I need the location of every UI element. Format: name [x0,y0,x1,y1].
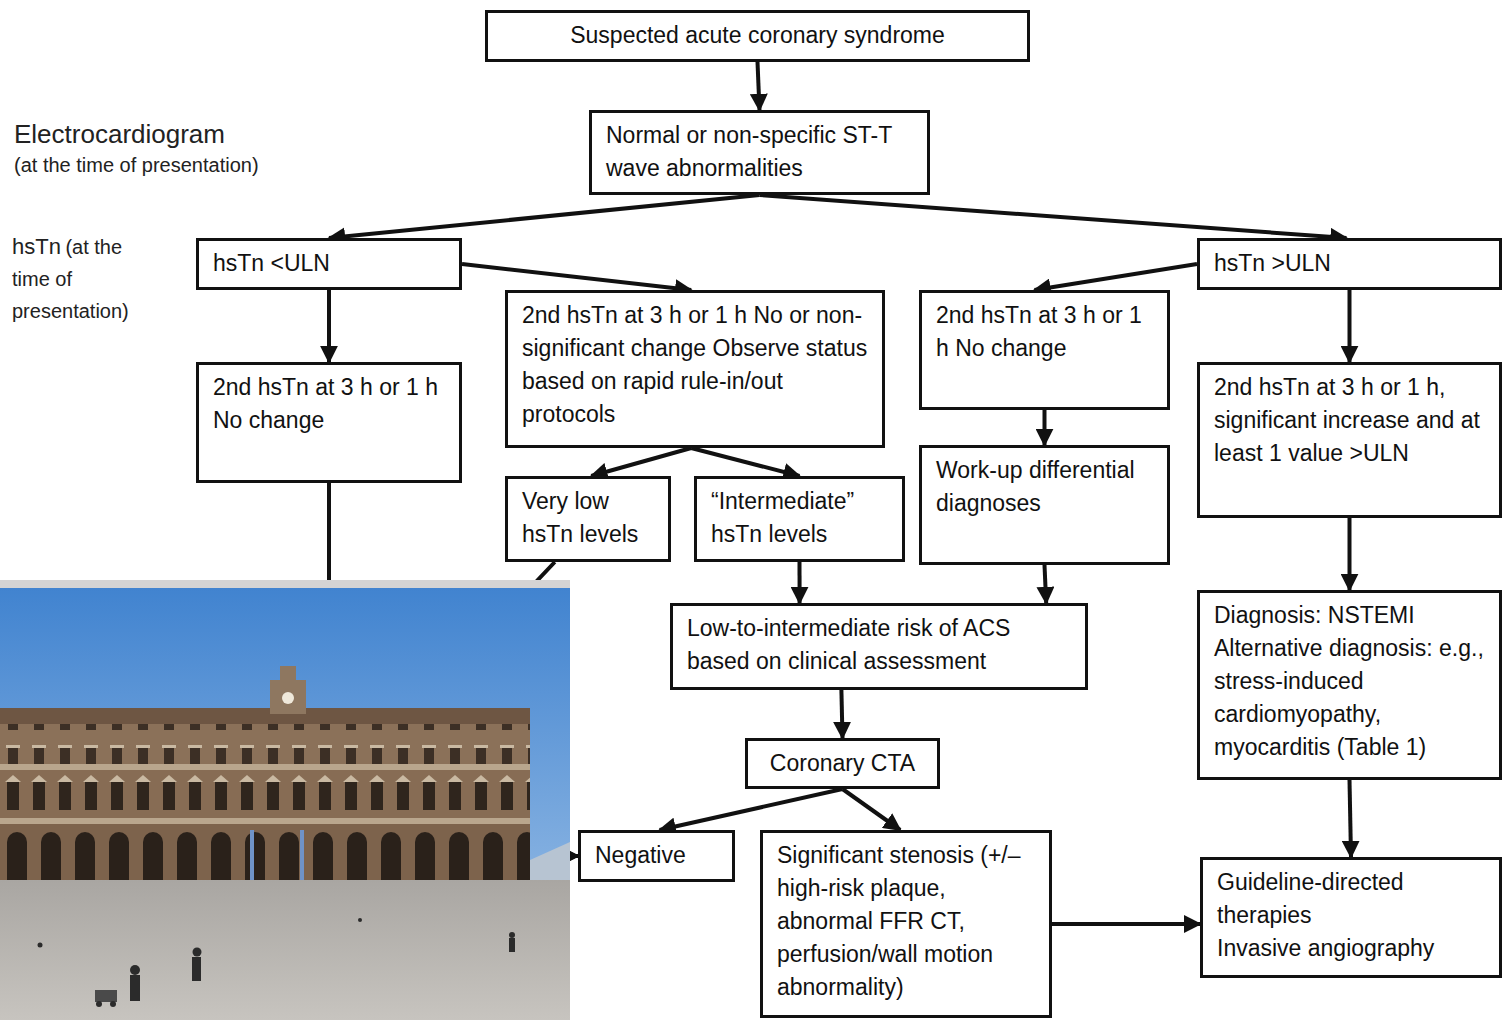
flow-arrow [660,789,843,830]
box-text: Negative [595,839,718,872]
flow-arrow [1045,565,1047,603]
palace-photo [0,580,570,1020]
process-box: Normal or non-specific ST-T wave abnorma… [589,110,930,195]
process-box: Diagnosis: NSTEMIAlternative diagnosis: … [1197,590,1502,780]
flow-arrow [462,264,691,290]
flow-arrow [1348,290,1352,362]
flow-arrow [691,448,799,476]
flow-arrow [327,290,331,362]
row-label: hsTn [12,234,61,259]
flow-arrow [843,789,901,830]
flow-arrow [758,62,760,110]
process-box: Work-up differential diagnoses [919,445,1170,565]
box-text: Work-up differential diagnoses [936,454,1153,520]
process-box: 2nd hsTn at 3 h or 1 h No change [196,362,462,483]
process-box: Significant stenosis (+/– high-risk plaq… [760,830,1052,1018]
box-text: hsTn <ULN [213,247,445,280]
box-text: 2nd hsTn at 3 h or 1 h No change [936,299,1153,365]
box-text: Low-to-intermediate risk of ACS based on… [687,612,1071,678]
process-box: Negative [578,830,735,882]
process-box: Guideline-directed therapiesInvasive ang… [1200,857,1502,978]
row-label-group: hsTn (at the time of presentation) [12,232,162,328]
box-text: Suspected acute coronary syndrome [502,19,1013,52]
process-box: Low-to-intermediate risk of ACS based on… [670,603,1088,690]
box-text: 2nd hsTn at 3 h or 1 h, significant incr… [1214,371,1485,470]
box-text: Normal or non-specific ST-T wave abnorma… [606,119,913,185]
flow-arrow [591,448,691,476]
flow-arrow [1052,922,1200,926]
box-text: 2nd hsTn at 3 h or 1 h No or non-signifi… [522,299,868,431]
flow-arrow [1350,780,1352,857]
box-text: Coronary CTA [762,747,923,780]
box-text: Diagnosis: NSTEMI [1214,599,1485,632]
process-box: 2nd hsTn at 3 h or 1 h No change [919,290,1170,410]
box-text: Very low hsTn levels [522,485,654,551]
row-label: Electrocardiogram [14,118,225,150]
box-text: Significant stenosis (+/– high-risk plaq… [777,839,1035,1004]
process-box: 2nd hsTn at 3 h or 1 h, significant incr… [1197,362,1502,518]
box-text: Guideline-directed therapies [1217,866,1485,932]
flow-arrow [798,562,802,603]
process-box: 2nd hsTn at 3 h or 1 h No or non-signifi… [505,290,885,448]
process-box: Coronary CTA [745,738,940,789]
flow-arrow [329,195,760,238]
box-text: 2nd hsTn at 3 h or 1 h No change [213,371,445,437]
flow-arrow [1348,518,1352,590]
flow-arrow [1043,410,1047,445]
flow-arrow [760,195,1347,238]
flow-arrow [841,690,842,738]
box-text: hsTn >ULN [1214,247,1485,280]
box-text: Alternative diagnosis: e.g., stress-indu… [1214,632,1485,764]
row-label: (at the time of presentation) [14,152,259,178]
process-box: Suspected acute coronary syndrome [485,10,1030,62]
process-box: “Intermediate” hsTn levels [694,476,905,562]
box-text: “Intermediate” hsTn levels [711,485,888,551]
flow-arrow [1035,264,1198,290]
process-box: hsTn <ULN [196,238,462,290]
process-box: Very low hsTn levels [505,476,671,562]
process-box: hsTn >ULN [1197,238,1502,290]
box-text: Invasive angiography [1217,932,1485,965]
